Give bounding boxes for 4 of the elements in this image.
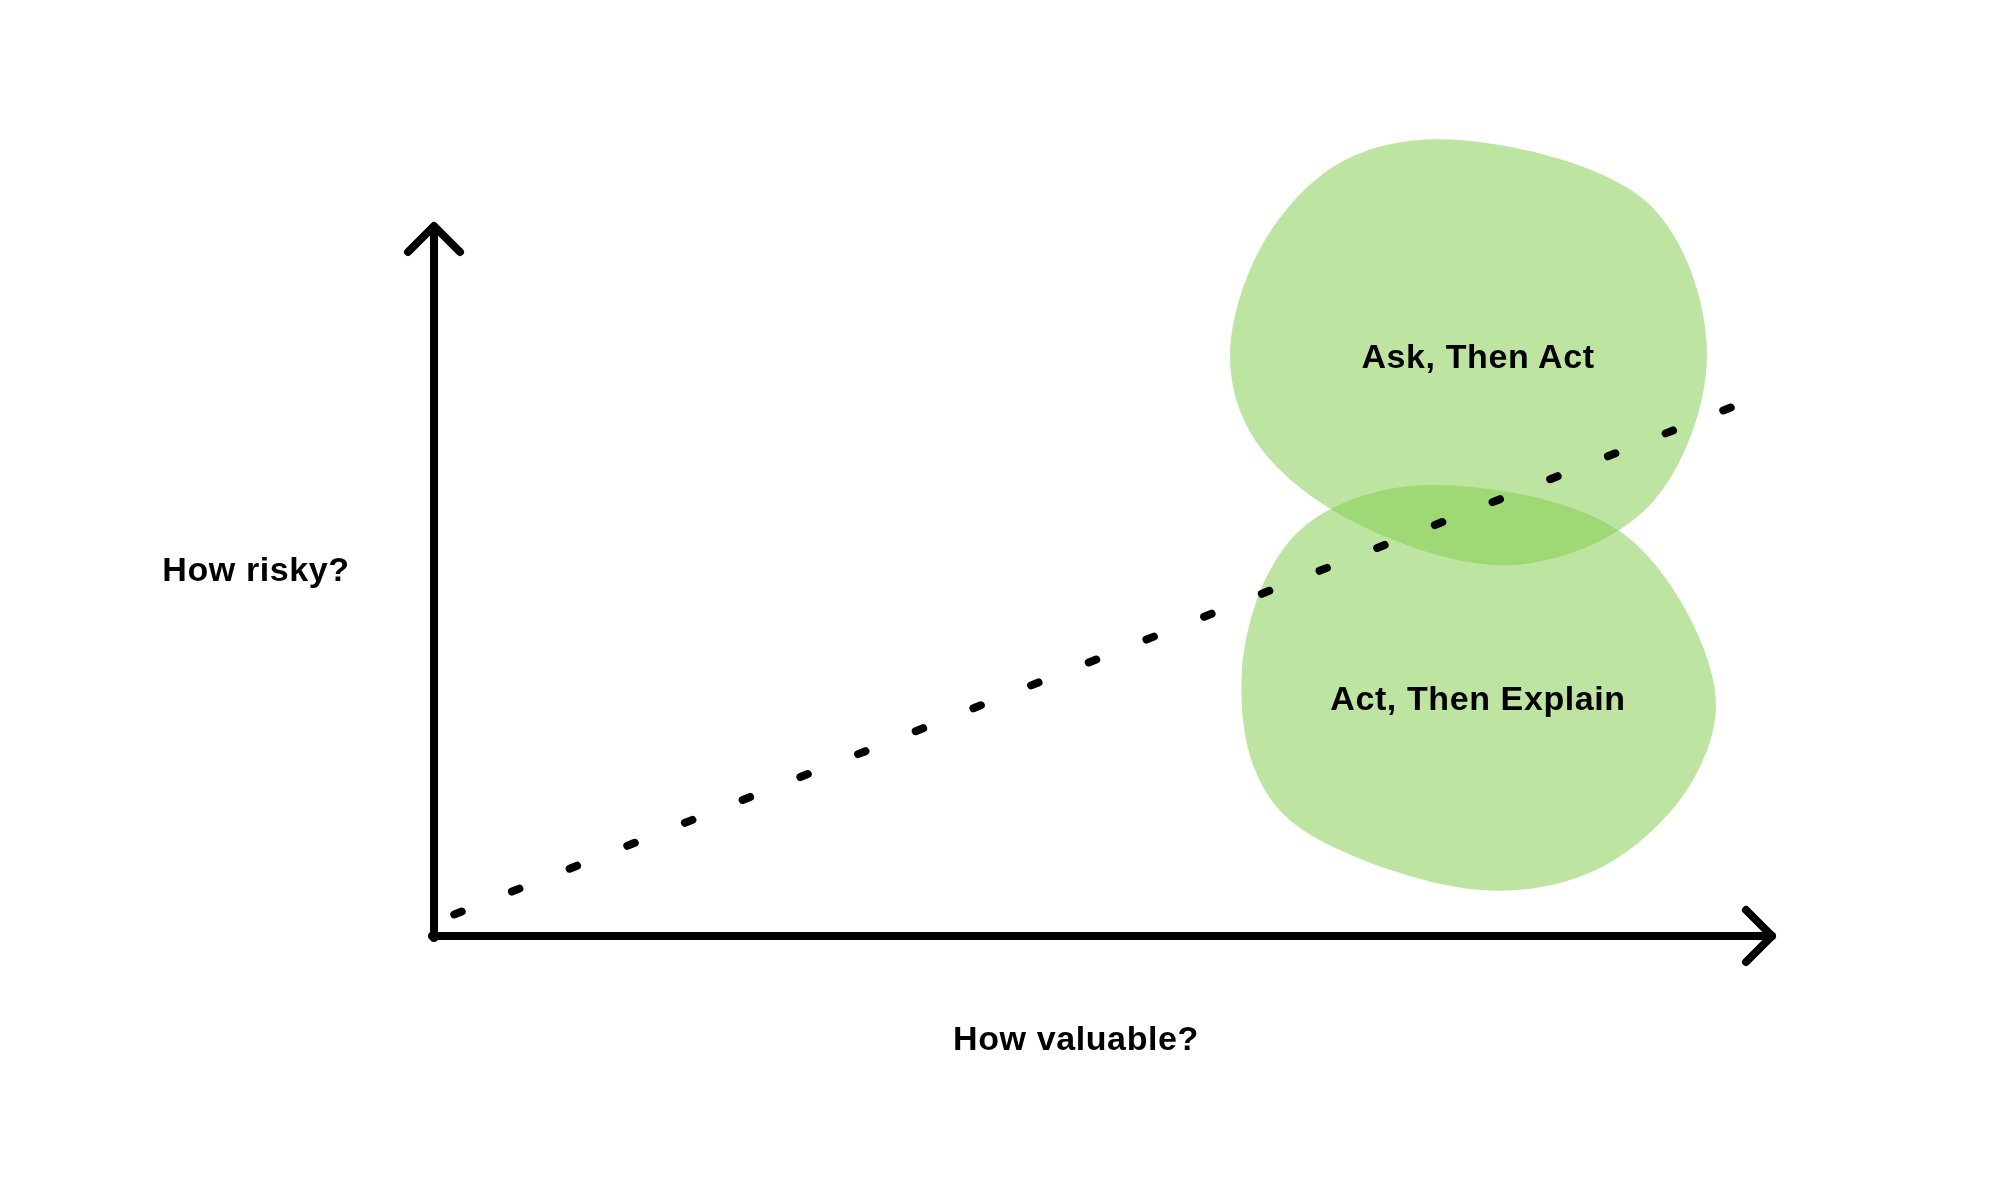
axis-label: How risky? <box>162 550 350 590</box>
zone-label: Act, Then Explain <box>1330 679 1626 719</box>
axis-label: How valuable? <box>953 1019 1199 1059</box>
zone-label: Ask, Then Act <box>1361 337 1595 377</box>
